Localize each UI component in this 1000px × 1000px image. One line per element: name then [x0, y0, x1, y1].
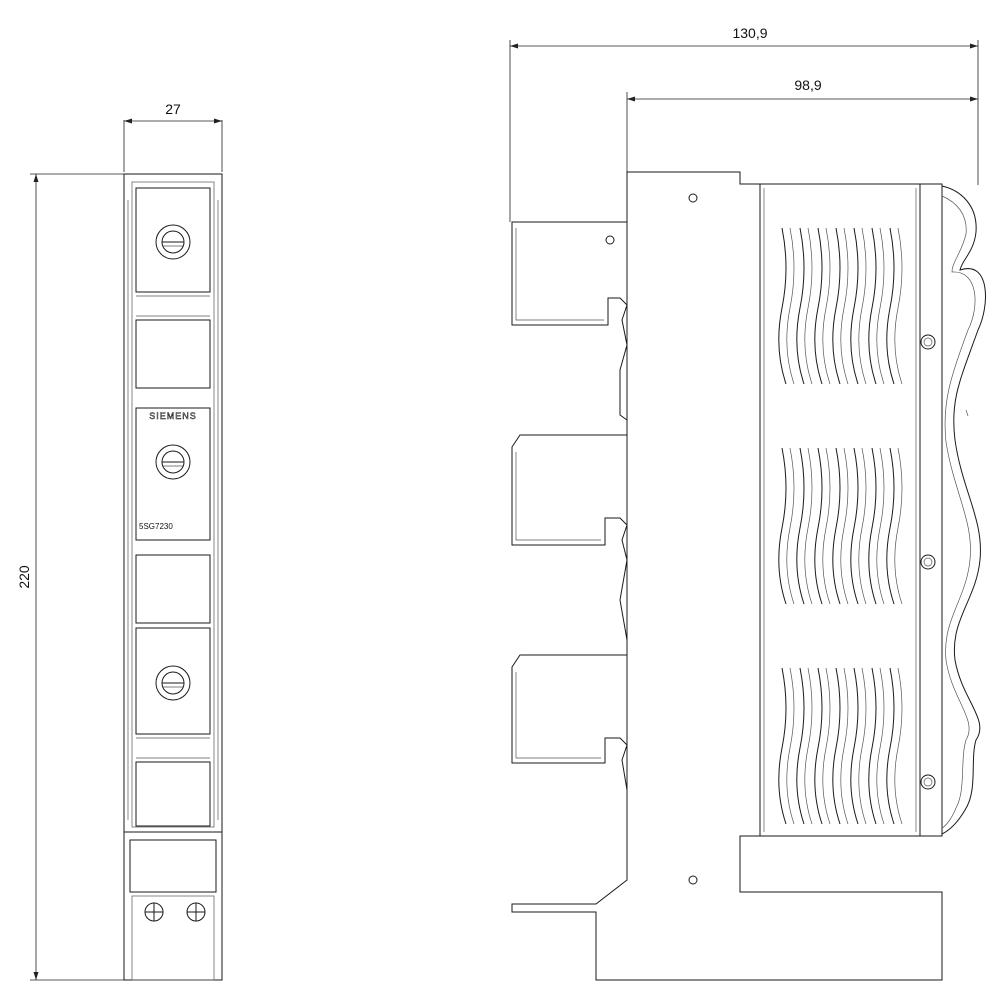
front-view: 27 220: [16, 101, 223, 981]
screw-bottom: [155, 665, 191, 701]
vent-slots-middle: [778, 447, 903, 605]
dimension-depth-total-label: 130,9: [732, 25, 767, 41]
dimension-width-label: 27: [165, 101, 181, 117]
front-housing: [123, 173, 223, 981]
screw-top: [155, 224, 191, 260]
dimension-depth-body-label: 98,9: [794, 77, 821, 93]
screw-middle: [155, 444, 191, 480]
part-number-label: 5SG7230: [139, 522, 173, 531]
pivot-circles: [920, 334, 936, 790]
fuse-carrier: [759, 183, 921, 837]
mounting-hole-bottom: [688, 875, 698, 885]
brand-logo: SIEMENS: [149, 411, 197, 421]
dimension-height-label: 220: [16, 565, 32, 589]
dimension-depth-total: 130,9: [509, 25, 979, 222]
bottom-terminal-block: [129, 839, 217, 981]
mounting-hole-top: [688, 193, 698, 203]
side-view: 130,9 98,9: [509, 25, 986, 981]
dimension-depth-body: 98,9: [626, 77, 978, 172]
dimension-width: 27: [123, 101, 223, 172]
dimension-height: 220: [16, 173, 124, 981]
din-clip-top: [511, 221, 628, 421]
din-clip-bottom: [511, 654, 628, 880]
vent-slots-bottom: [778, 667, 903, 825]
handle-cover: [941, 185, 986, 835]
din-clip-middle: [511, 434, 628, 641]
front-segments: [127, 187, 219, 827]
vent-slots-top: [778, 227, 903, 385]
